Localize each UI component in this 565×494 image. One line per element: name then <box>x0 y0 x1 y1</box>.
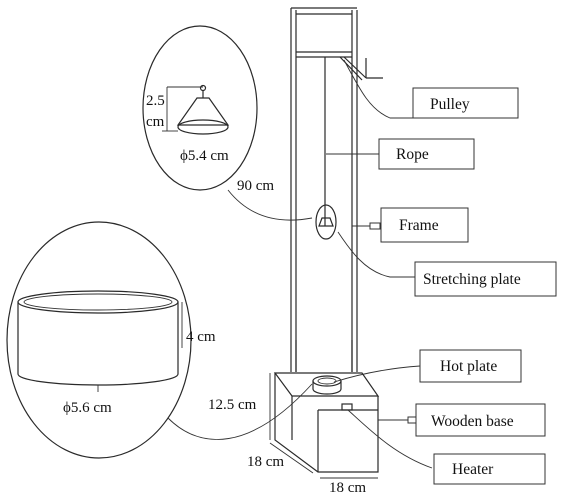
wooden-base-callout: Wooden base <box>378 403 546 437</box>
plate-height-unit: cm <box>146 114 165 130</box>
plate-detail-callout <box>142 25 313 221</box>
cup-detail-callout <box>6 221 313 459</box>
hot-plate-cylinder <box>312 375 342 395</box>
plate-height-value: 2.5 <box>146 93 165 109</box>
crank-handle-icon <box>339 56 383 81</box>
pulley-callout: Pulley <box>343 59 519 119</box>
cup-height: 4 cm <box>186 329 216 345</box>
base-dimension-marks <box>269 373 378 479</box>
wooden-base-label: Wooden base <box>431 413 514 430</box>
base-width: 18 cm <box>329 480 366 494</box>
stretching-plate-label: Stretching plate <box>423 271 521 288</box>
rope-label: Rope <box>396 146 429 163</box>
cup-diameter: ϕ5.6 cm <box>63 400 112 416</box>
heater-callout: Heater <box>347 409 546 485</box>
plate-diameter: ϕ5.4 cm <box>180 148 229 164</box>
base-depth: 18 cm <box>247 454 284 470</box>
heater-label: Heater <box>452 461 494 478</box>
pulley-label: Pulley <box>430 96 470 113</box>
rope-callout: Rope <box>326 138 475 170</box>
frame-height: 90 cm <box>237 178 274 194</box>
stretching-plate-callout: Stretching plate <box>337 231 557 297</box>
hot-plate-label: Hot plate <box>440 358 497 375</box>
frame-callout: Frame <box>352 207 469 243</box>
base-height: 12.5 cm <box>208 397 257 413</box>
frame-tower <box>290 7 358 372</box>
stretching-plate-small <box>315 204 337 240</box>
hot-plate-callout: Hot plate <box>333 349 522 383</box>
frame-feet <box>295 340 353 372</box>
frame-label: Frame <box>399 217 439 234</box>
